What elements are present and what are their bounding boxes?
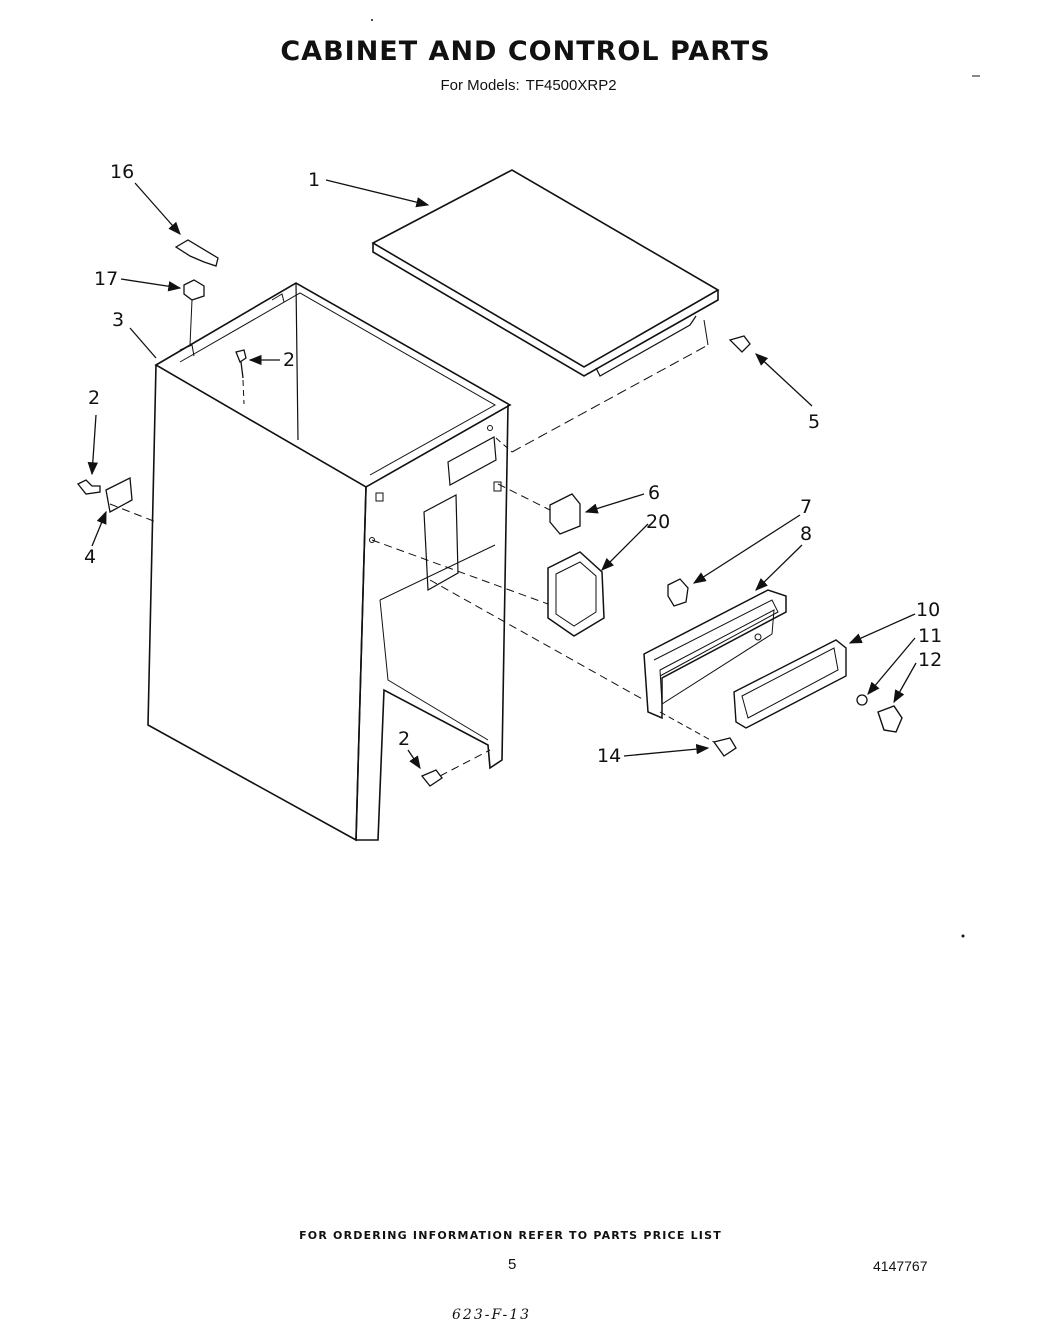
page-title: CABINET AND CONTROL PARTS [280, 36, 771, 67]
callout-3: 3 [112, 309, 124, 331]
callout-2-left: 2 [88, 387, 100, 409]
callout-20: 20 [646, 511, 670, 533]
plate-4 [105, 476, 133, 514]
callout-16: 16 [110, 161, 134, 183]
washer-11 [856, 694, 868, 706]
callout-2-top: 2 [283, 349, 295, 371]
clip-17 [183, 279, 205, 301]
callout-11: 11 [918, 625, 942, 647]
callout-8: 8 [800, 523, 812, 545]
clip-7 [667, 578, 689, 607]
cabinet [147, 282, 512, 842]
top-panel [371, 169, 720, 453]
callout-10: 10 [916, 599, 940, 621]
callout-14: 14 [597, 745, 621, 767]
callout-2-bottom: 2 [398, 728, 410, 750]
ordering-info-note: FOR ORDERING INFORMATION REFER TO PARTS … [299, 1229, 722, 1242]
callout-12: 12 [918, 649, 942, 671]
switch-6 [549, 493, 581, 535]
bracket-16 [174, 239, 219, 267]
callout-6: 6 [648, 482, 660, 504]
screw-14 [712, 737, 737, 757]
callout-17: 17 [94, 268, 118, 290]
handwritten-mark: 623-F-13 [452, 1307, 532, 1323]
models-line: For Models: TF4500XRP2 [0, 77, 1051, 94]
callout-5: 5 [808, 411, 820, 433]
overlay-10 [733, 639, 847, 729]
callout-4: 4 [84, 546, 96, 568]
callout-7: 7 [800, 496, 812, 518]
screw-2-left [76, 479, 101, 495]
screw-5 [728, 335, 751, 353]
screw-2-bottom [420, 769, 443, 787]
document-number: 4147767 [873, 1258, 928, 1274]
models-label: For Models: [440, 77, 520, 94]
screw-2-top [235, 349, 247, 379]
knob-12 [877, 705, 903, 733]
model-number: TF4500XRP2 [525, 77, 617, 94]
callout-1: 1 [308, 169, 320, 191]
control-panel-8 [643, 589, 787, 720]
page-number: 5 [508, 1256, 517, 1273]
control-housing-20 [547, 551, 605, 637]
